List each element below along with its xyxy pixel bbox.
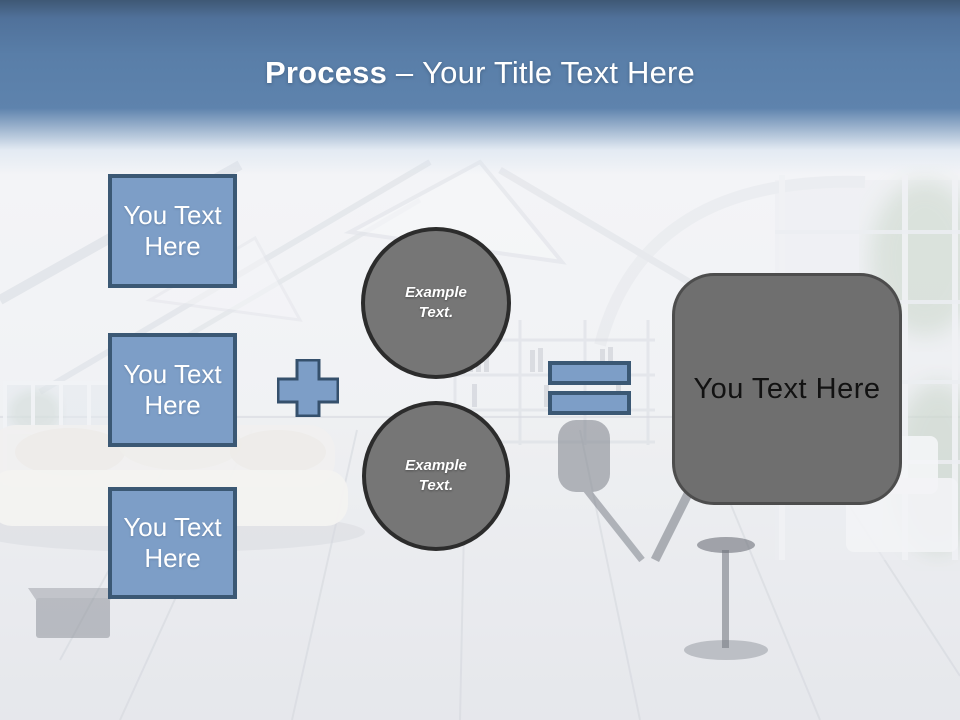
input-box-2-label: You Text Here — [123, 359, 222, 420]
example-circle-2[interactable]: Example Text. — [362, 401, 510, 551]
slide-title: Process – Your Title Text Here — [0, 54, 960, 92]
input-box-1[interactable]: You Text Here — [108, 174, 237, 288]
slide-title-separator: – — [395, 55, 414, 90]
slide-title-rest: Your Title Text Here — [422, 55, 695, 90]
equals-icon — [548, 361, 631, 415]
input-box-2[interactable]: You Text Here — [108, 333, 237, 447]
example-circle-2-label: Example Text. — [405, 457, 467, 494]
header-gradient-band — [0, 0, 960, 175]
result-box-label: You Text Here — [693, 372, 881, 405]
slide-title-emphasis: Process — [265, 55, 388, 90]
example-circle-1[interactable]: Example Text. — [361, 227, 511, 379]
input-box-3-label: You Text Here — [123, 512, 222, 573]
result-box[interactable]: You Text Here — [672, 273, 902, 505]
plus-icon — [277, 359, 339, 417]
example-circle-1-label: Example Text. — [405, 284, 467, 321]
input-box-1-label: You Text Here — [123, 200, 222, 261]
input-box-3[interactable]: You Text Here — [108, 487, 237, 599]
